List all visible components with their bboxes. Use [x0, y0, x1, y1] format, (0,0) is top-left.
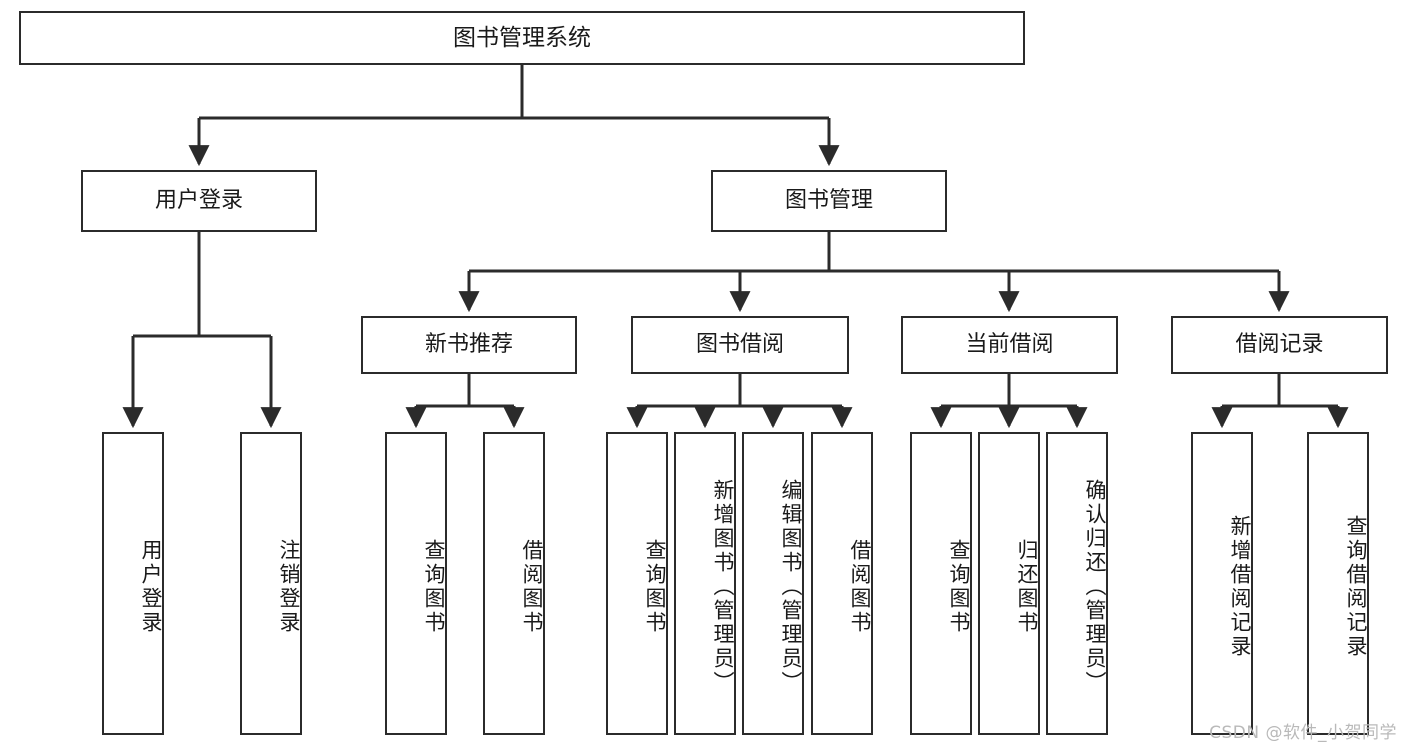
node-leaf-query-book-1-label: 查询图书 [422, 538, 446, 635]
node-leaf-query-record-label: 查询借阅记录 [1344, 514, 1368, 659]
node-leaf-logout-login[interactable]: 注销登录 [240, 432, 302, 735]
csdn-watermark: CSDN @软件_小贺同学 [1209, 723, 1397, 743]
node-leaf-borrow-book-1-label: 借阅图书 [520, 538, 544, 635]
node-leaf-add-record[interactable]: 新增借阅记录 [1191, 432, 1253, 735]
node-leaf-user-login-label: 用户登录 [139, 538, 163, 635]
node-leaf-add-book[interactable]: 新增图书（管理员） [674, 432, 736, 735]
node-leaf-user-login[interactable]: 用户登录 [102, 432, 164, 735]
node-leaf-confirm-return[interactable]: 确认归还（管理员） [1046, 432, 1108, 735]
node-current-borrow-label: 当前借阅 [965, 332, 1054, 358]
node-leaf-query-book-3-label: 查询图书 [947, 538, 971, 635]
node-current-borrow[interactable]: 当前借阅 [901, 316, 1118, 374]
node-leaf-borrow-book-2[interactable]: 借阅图书 [811, 432, 873, 735]
node-leaf-query-book-2[interactable]: 查询图书 [606, 432, 668, 735]
node-book-borrow[interactable]: 图书借阅 [631, 316, 849, 374]
node-new-book-recommend-label: 新书推荐 [424, 332, 513, 358]
node-borrow-record[interactable]: 借阅记录 [1171, 316, 1388, 374]
node-borrow-record-label: 借阅记录 [1235, 332, 1324, 358]
node-leaf-borrow-book-1[interactable]: 借阅图书 [483, 432, 545, 735]
node-book-management-label: 图书管理 [784, 188, 873, 214]
node-user-login-label: 用户登录 [154, 188, 243, 214]
node-leaf-borrow-book-2-label: 借阅图书 [848, 538, 872, 635]
node-book-management[interactable]: 图书管理 [711, 170, 947, 232]
node-leaf-query-book-3[interactable]: 查询图书 [910, 432, 972, 735]
node-leaf-query-book-1[interactable]: 查询图书 [385, 432, 447, 735]
node-leaf-query-book-2-label: 查询图书 [643, 538, 667, 635]
node-leaf-edit-book[interactable]: 编辑图书（管理员） [742, 432, 804, 735]
node-root[interactable]: 图书管理系统 [19, 11, 1025, 65]
node-leaf-add-book-label: 新增图书（管理员） [711, 478, 735, 695]
node-new-book-recommend[interactable]: 新书推荐 [361, 316, 577, 374]
node-leaf-return-book[interactable]: 归还图书 [978, 432, 1040, 735]
node-book-borrow-label: 图书借阅 [695, 332, 784, 358]
node-user-login[interactable]: 用户登录 [81, 170, 317, 232]
node-leaf-add-record-label: 新增借阅记录 [1228, 514, 1252, 659]
node-root-label: 图书管理系统 [453, 24, 591, 51]
node-leaf-edit-book-label: 编辑图书（管理员） [779, 478, 803, 695]
node-leaf-confirm-return-label: 确认归还（管理员） [1083, 478, 1107, 695]
node-leaf-logout-login-label: 注销登录 [277, 538, 301, 635]
node-leaf-query-record[interactable]: 查询借阅记录 [1307, 432, 1369, 735]
node-leaf-return-book-label: 归还图书 [1015, 538, 1039, 635]
